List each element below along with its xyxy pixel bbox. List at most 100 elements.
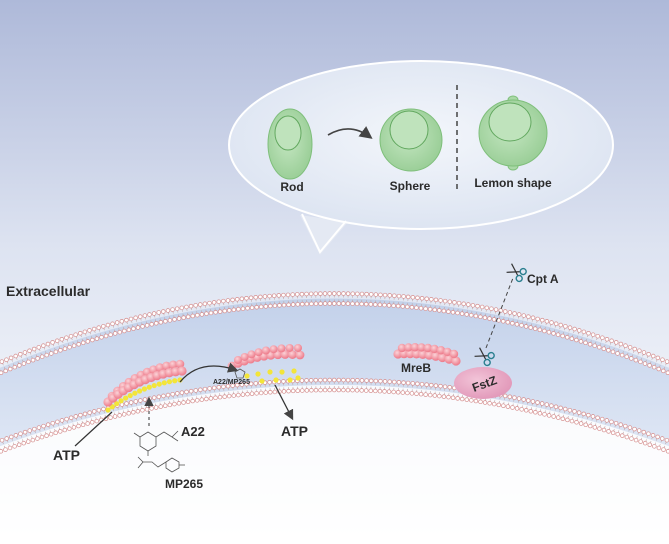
lipid-head [355, 378, 360, 383]
lipid-head [364, 291, 369, 297]
lipid-head [512, 395, 517, 400]
lipid-head [510, 321, 515, 326]
lipid-head [528, 325, 533, 330]
lipid-head [623, 423, 628, 429]
lipid-head [618, 422, 623, 427]
lipid-head [80, 340, 86, 346]
lipid-head [221, 384, 226, 389]
lipid-head [484, 305, 490, 311]
lipid-head [650, 433, 656, 438]
lipid-head [21, 361, 27, 366]
lipid-head [637, 348, 642, 353]
lipid-head [615, 351, 620, 356]
lipid-head [31, 346, 37, 352]
mreb-subunit [168, 360, 178, 370]
lipid-head [613, 420, 619, 426]
lipid-head [138, 398, 143, 403]
lipid-head [332, 377, 337, 383]
lipid-head [498, 308, 503, 313]
lipid-head [336, 301, 342, 306]
lipid-head [469, 398, 474, 403]
lipid-head [327, 387, 332, 393]
lipid-head [135, 409, 141, 414]
lipid-head [523, 324, 529, 329]
inner-membrane [0, 377, 669, 454]
lipid-head [391, 389, 396, 395]
lipid-head [49, 351, 54, 356]
lipid-head [395, 303, 401, 309]
lipid-head [501, 403, 506, 408]
lipid-head [363, 301, 369, 307]
lipid-head [539, 401, 545, 406]
lipid-head [7, 366, 13, 372]
lipid-head [665, 370, 669, 375]
lipid-head [18, 352, 23, 357]
lipid-head [441, 394, 447, 399]
lipid-head [12, 444, 17, 449]
atp-molecule [287, 377, 293, 383]
lipid-head [313, 291, 319, 296]
lipid-head [30, 357, 36, 363]
lipid-head [419, 381, 425, 387]
mreb-filament-right [393, 343, 461, 366]
lipid-head [432, 393, 438, 398]
lipid-head [633, 357, 639, 363]
lipid-head [322, 387, 328, 393]
mreb-subunit [294, 344, 302, 352]
lipid-head [363, 388, 369, 393]
lipid-head [526, 398, 531, 403]
extracellular-label: Extracellular [6, 283, 91, 299]
lipid-head [140, 324, 145, 329]
lipid-head [341, 377, 346, 383]
sphere-cell-icon [379, 108, 443, 172]
lipid-head [578, 421, 584, 426]
lipid-head [368, 388, 374, 393]
lipid-head [99, 335, 104, 340]
atp-molecule [151, 382, 157, 389]
lipid-head [176, 316, 182, 321]
lipid-head [442, 298, 448, 304]
lipid-head [258, 390, 264, 396]
lipid-head [26, 439, 31, 444]
lipid-head [629, 436, 634, 441]
lipid-head [236, 392, 241, 398]
scissors-icon-membrane [474, 347, 495, 367]
lipid-head [503, 309, 508, 314]
lipid-head [549, 403, 554, 408]
lipid-head [272, 389, 278, 395]
lipid-head [627, 345, 633, 350]
lipid-head [595, 415, 600, 420]
lipid-head [27, 428, 32, 433]
lipid-head [650, 353, 656, 359]
lipid-head [68, 415, 74, 420]
lipid-head [656, 445, 662, 451]
lipid-head [124, 317, 129, 323]
lipid-head [235, 382, 240, 388]
lipid-head [36, 345, 41, 350]
lipid-head [464, 312, 469, 317]
lipid-head [165, 308, 171, 313]
lipid-head [530, 399, 536, 404]
lipid-head [202, 386, 208, 392]
lipid-head [151, 311, 157, 316]
lipid-head [149, 406, 154, 411]
lipid-head [185, 399, 191, 405]
lipid-head [41, 423, 46, 429]
lipid-head [0, 359, 5, 364]
lipid-head [304, 291, 309, 297]
lipid-head [73, 414, 79, 419]
lipid-head [82, 411, 88, 417]
lipid-head [569, 336, 575, 341]
lipid-head [103, 333, 109, 339]
lipid-head [332, 291, 337, 296]
mreb-subunit [277, 344, 286, 353]
lipid-head [437, 393, 442, 399]
lipid-head [55, 419, 60, 425]
lipid-head [53, 430, 58, 436]
atp-molecule [127, 392, 133, 399]
lipid-head [392, 379, 397, 385]
lipid-head [249, 305, 255, 310]
lipid-head [68, 333, 74, 339]
lipid-head [627, 425, 633, 430]
atp-molecule [118, 398, 124, 404]
